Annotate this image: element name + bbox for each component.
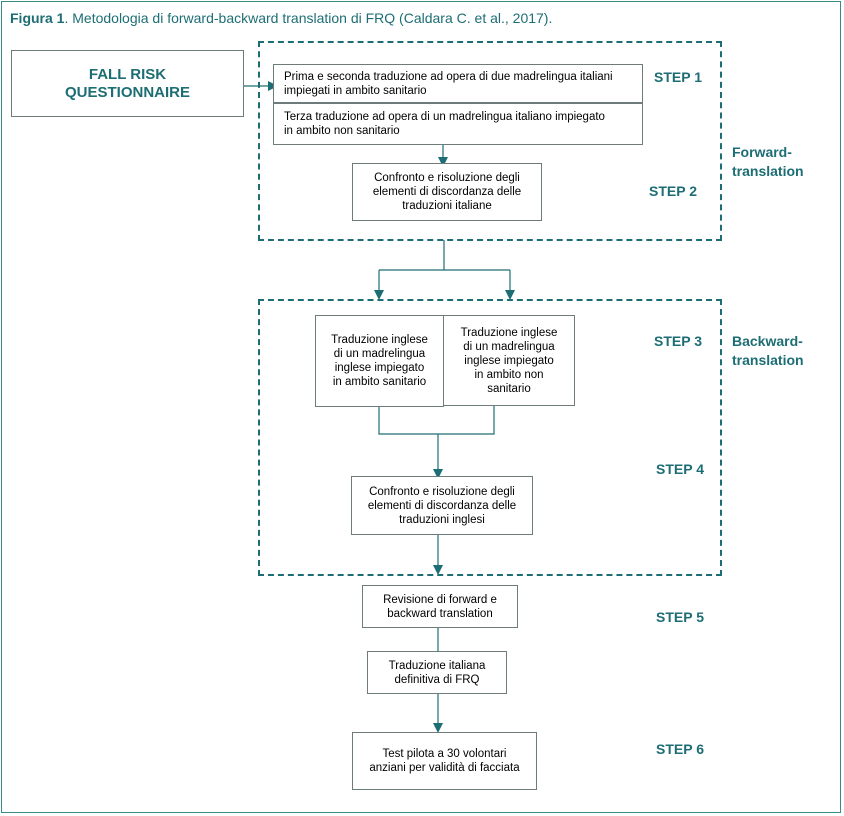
step5-box-traduzione-definitiva: Traduzione italiana definitiva di FRQ xyxy=(367,651,507,694)
backward-translation-frame xyxy=(258,299,722,576)
step1-box-third: Terza traduzione ad opera di un madrelin… xyxy=(273,103,643,145)
step5-box-traduzione-definitiva-text: Traduzione italiana definitiva di FRQ xyxy=(388,659,486,686)
forward-translation-label: Forward- translation xyxy=(732,144,804,179)
caption-text: . Metodologia di forward-backward transl… xyxy=(64,10,553,26)
step2-label: STEP 2 xyxy=(649,183,697,199)
forward-translation-frame xyxy=(258,41,722,241)
step3-box-sanitario: Traduzione inglese di un madrelingua ing… xyxy=(315,315,444,407)
step5-box-revisione: Revisione di forward e backward translat… xyxy=(362,585,518,628)
step2-box-text: Confronto e risoluzione degli elementi d… xyxy=(372,172,522,212)
caption-label: Figura 1 xyxy=(10,10,65,26)
step1-label: STEP 1 xyxy=(654,69,702,85)
step1-box-third-text: Terza traduzione ad opera di un madrelin… xyxy=(284,111,605,137)
step1-box-first-second-text: Prima e seconda traduzione ad opera di d… xyxy=(284,70,613,97)
figure-caption: Figura 1. Metodologia di forward-backwar… xyxy=(10,10,552,26)
step3-box-sanitario-text: Traduzione inglese di un madrelingua ing… xyxy=(331,334,428,388)
backward-translation-label: Backward- translation xyxy=(732,333,804,368)
step4-label: STEP 4 xyxy=(656,461,704,477)
step1-box-first-second: Prima e seconda traduzione ad opera di d… xyxy=(273,64,643,103)
step4-box-text: Confronto e risoluzione degli elementi d… xyxy=(367,485,517,526)
step6-label: STEP 6 xyxy=(656,741,704,757)
step3-box-non-sanitario-text: Traduzione inglese di un madrelingua ing… xyxy=(460,326,558,395)
step5-label: STEP 5 xyxy=(656,609,704,625)
step4-box: Confronto e risoluzione degli elementi d… xyxy=(351,476,533,535)
step5-box-revisione-text: Revisione di forward e backward translat… xyxy=(383,593,497,620)
questionnaire-box: FALL RISK QUESTIONNAIRE xyxy=(11,50,244,117)
step6-box: Test pilota a 30 volontari anziani per v… xyxy=(352,732,537,790)
step3-label: STEP 3 xyxy=(654,333,702,349)
step6-box-text: Test pilota a 30 volontari anziani per v… xyxy=(369,748,520,774)
step3-box-non-sanitario: Traduzione inglese di un madrelingua ing… xyxy=(443,315,575,406)
line-step3-join xyxy=(378,406,495,435)
step2-box: Confronto e risoluzione degli elementi d… xyxy=(352,163,542,221)
